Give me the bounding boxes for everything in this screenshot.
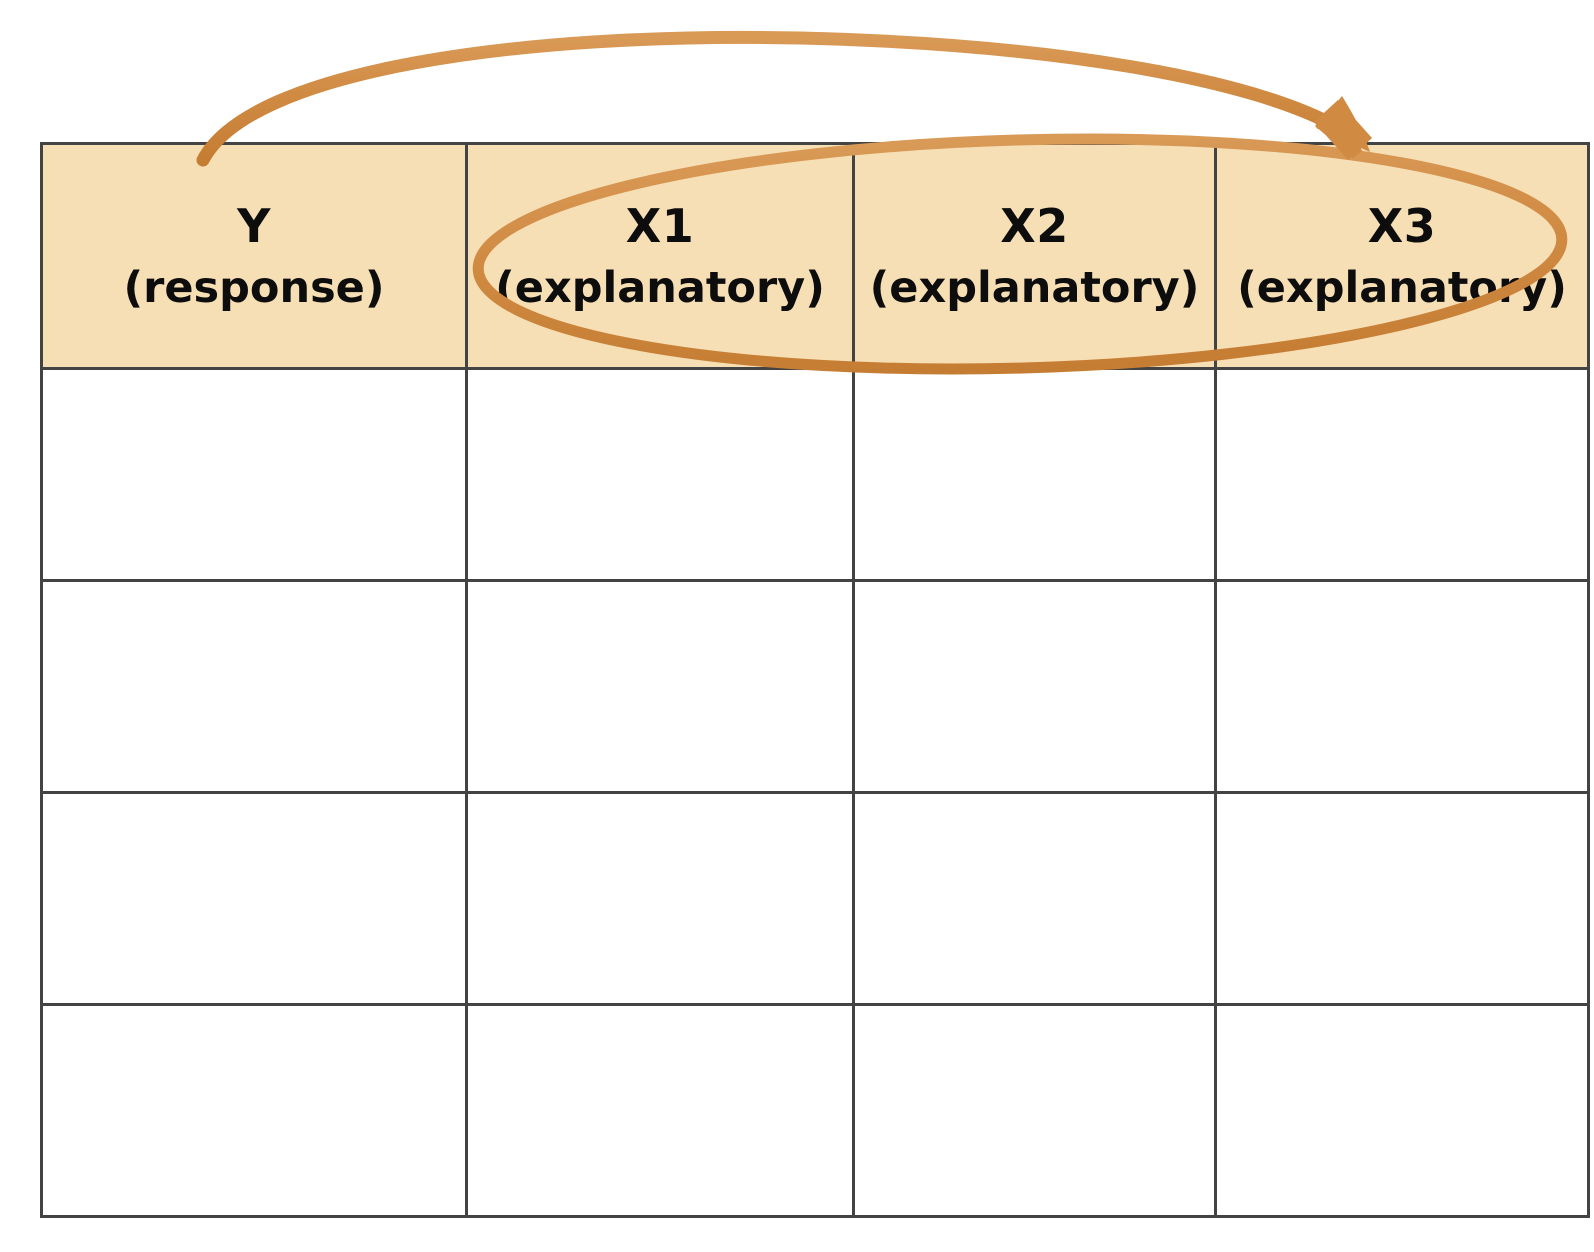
column-header-x3[interactable]: X3 (explanatory)	[1214, 142, 1590, 370]
column-header-x2[interactable]: X2 (explanatory)	[852, 142, 1217, 370]
table-cell[interactable]	[1214, 367, 1590, 582]
table-cell[interactable]	[40, 1003, 468, 1218]
column-header-x2-label: X2	[1000, 198, 1069, 253]
table-cell[interactable]	[40, 791, 468, 1006]
table-cell[interactable]	[852, 1003, 1217, 1218]
table-cell[interactable]	[40, 579, 468, 794]
column-header-x3-label: X3	[1367, 198, 1437, 253]
table-header: Y (response) X1 (explanatory) X2 (explan…	[40, 142, 1590, 370]
column-header-y-sublabel: (response)	[123, 262, 385, 313]
table-cell[interactable]	[1214, 579, 1590, 794]
table-row	[40, 1003, 1590, 1218]
column-header-x2-sublabel: (explanatory)	[869, 262, 1200, 313]
column-header-y[interactable]: Y (response)	[40, 142, 468, 370]
table-row	[40, 367, 1590, 582]
table-body	[40, 367, 1590, 1218]
table-cell[interactable]	[1214, 1003, 1590, 1218]
column-header-x1[interactable]: X1 (explanatory)	[465, 142, 855, 370]
column-header-y-label: Y	[237, 198, 271, 253]
column-header-x1-label: X1	[625, 198, 695, 253]
table-cell[interactable]	[465, 791, 855, 1006]
table-cell[interactable]	[852, 367, 1217, 582]
table-cell[interactable]	[465, 1003, 855, 1218]
table-cell[interactable]	[852, 579, 1217, 794]
table-row	[40, 791, 1590, 1006]
table-cell[interactable]	[465, 367, 855, 582]
table-cell[interactable]	[852, 791, 1217, 1006]
table-cell[interactable]	[465, 579, 855, 794]
column-header-x1-sublabel: (explanatory)	[495, 262, 825, 313]
regression-data-table: Y (response) X1 (explanatory) X2 (explan…	[40, 142, 1590, 1218]
header-row: Y (response) X1 (explanatory) X2 (explan…	[40, 142, 1590, 370]
table-row	[40, 579, 1590, 794]
table-cell[interactable]	[40, 367, 468, 582]
table-cell[interactable]	[1214, 791, 1590, 1006]
column-header-x3-sublabel: (explanatory)	[1237, 262, 1567, 313]
